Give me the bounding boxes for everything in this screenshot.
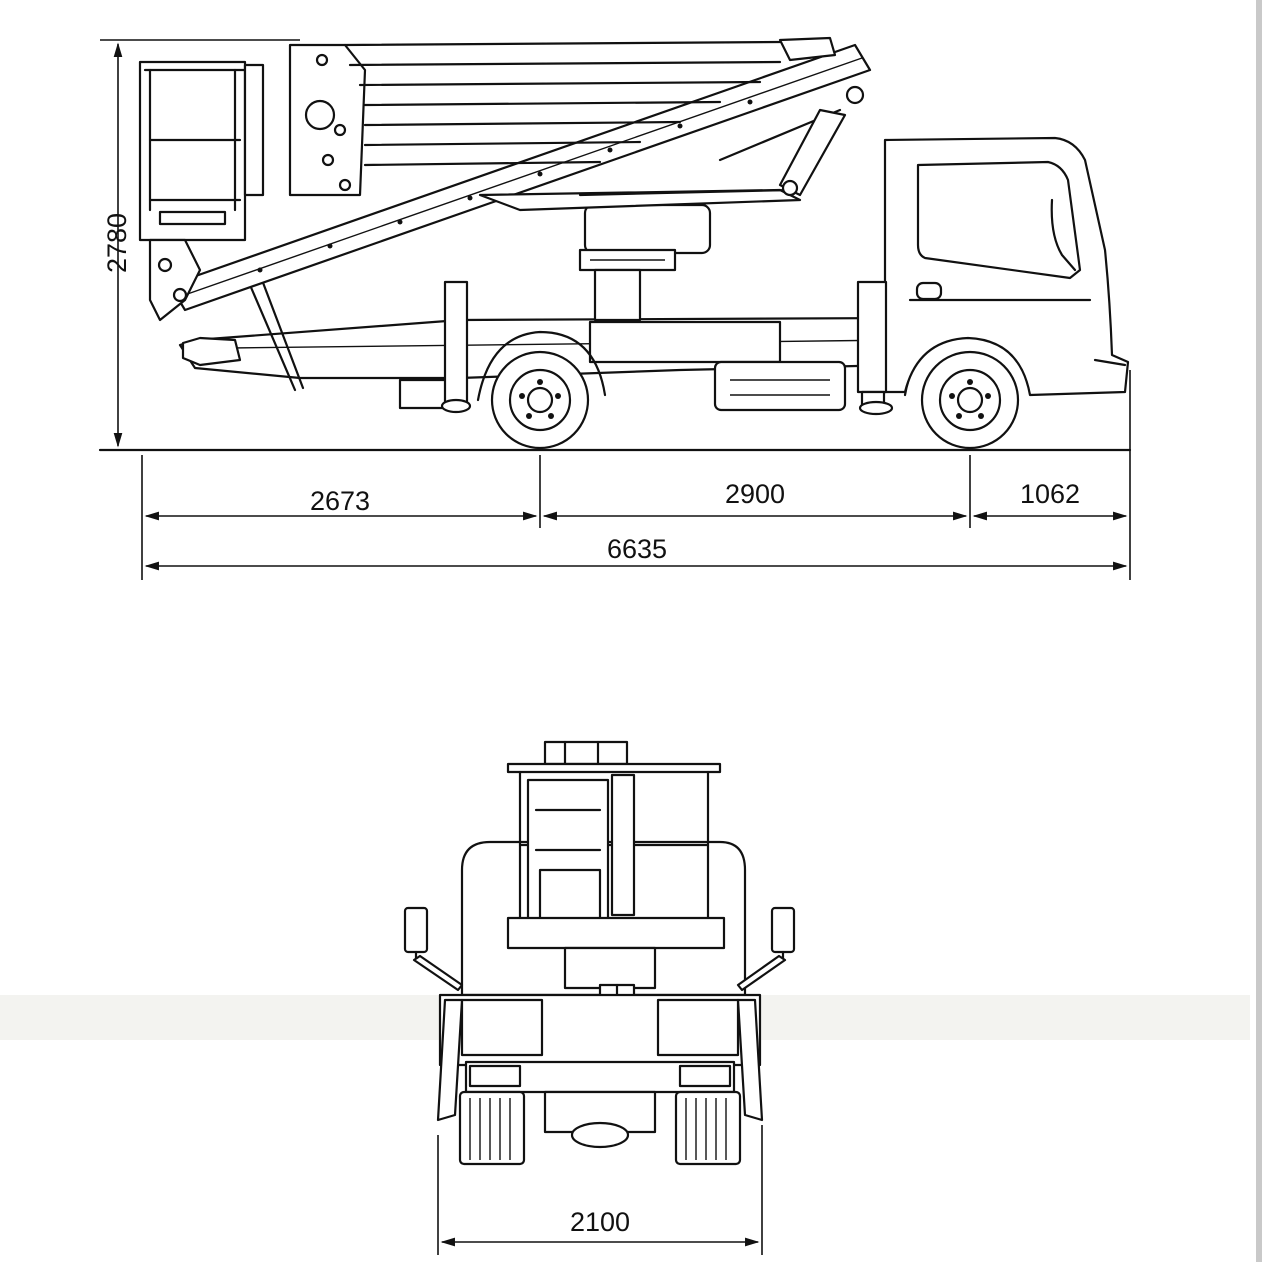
truck-cab — [883, 136, 1130, 397]
rear-wheel — [476, 330, 607, 450]
front-wheel — [903, 334, 1032, 450]
work-basket — [138, 60, 265, 322]
height-label: 2780 — [102, 213, 132, 273]
rear-dimensions — [437, 1125, 763, 1255]
rear-right-wheels — [674, 1090, 742, 1166]
rear-chassis — [438, 993, 762, 1149]
chassis-frame — [178, 316, 902, 412]
front-overhang-label: 1062 — [1020, 479, 1080, 509]
side-view — [98, 36, 1132, 452]
wheelbase-label: 2900 — [725, 479, 785, 509]
overall-length-label: 6635 — [607, 534, 667, 564]
right-mirror — [736, 906, 796, 992]
page-edge-bar — [1256, 0, 1262, 1262]
rear-beam — [181, 278, 305, 392]
basket-rear-frame — [506, 740, 726, 950]
folded-jib — [288, 36, 837, 197]
rear-left-wheels — [458, 1090, 526, 1166]
side-dimensions — [100, 39, 1131, 580]
rear-outrigger-legs — [436, 998, 764, 1122]
left-mirror — [403, 906, 464, 992]
front-outrigger — [856, 280, 894, 416]
rear-outrigger — [440, 280, 472, 414]
rear-overhang-label: 2673 — [310, 486, 370, 516]
rear-view — [403, 740, 796, 1166]
track-width-label: 2100 — [570, 1207, 630, 1237]
turret — [578, 203, 712, 322]
